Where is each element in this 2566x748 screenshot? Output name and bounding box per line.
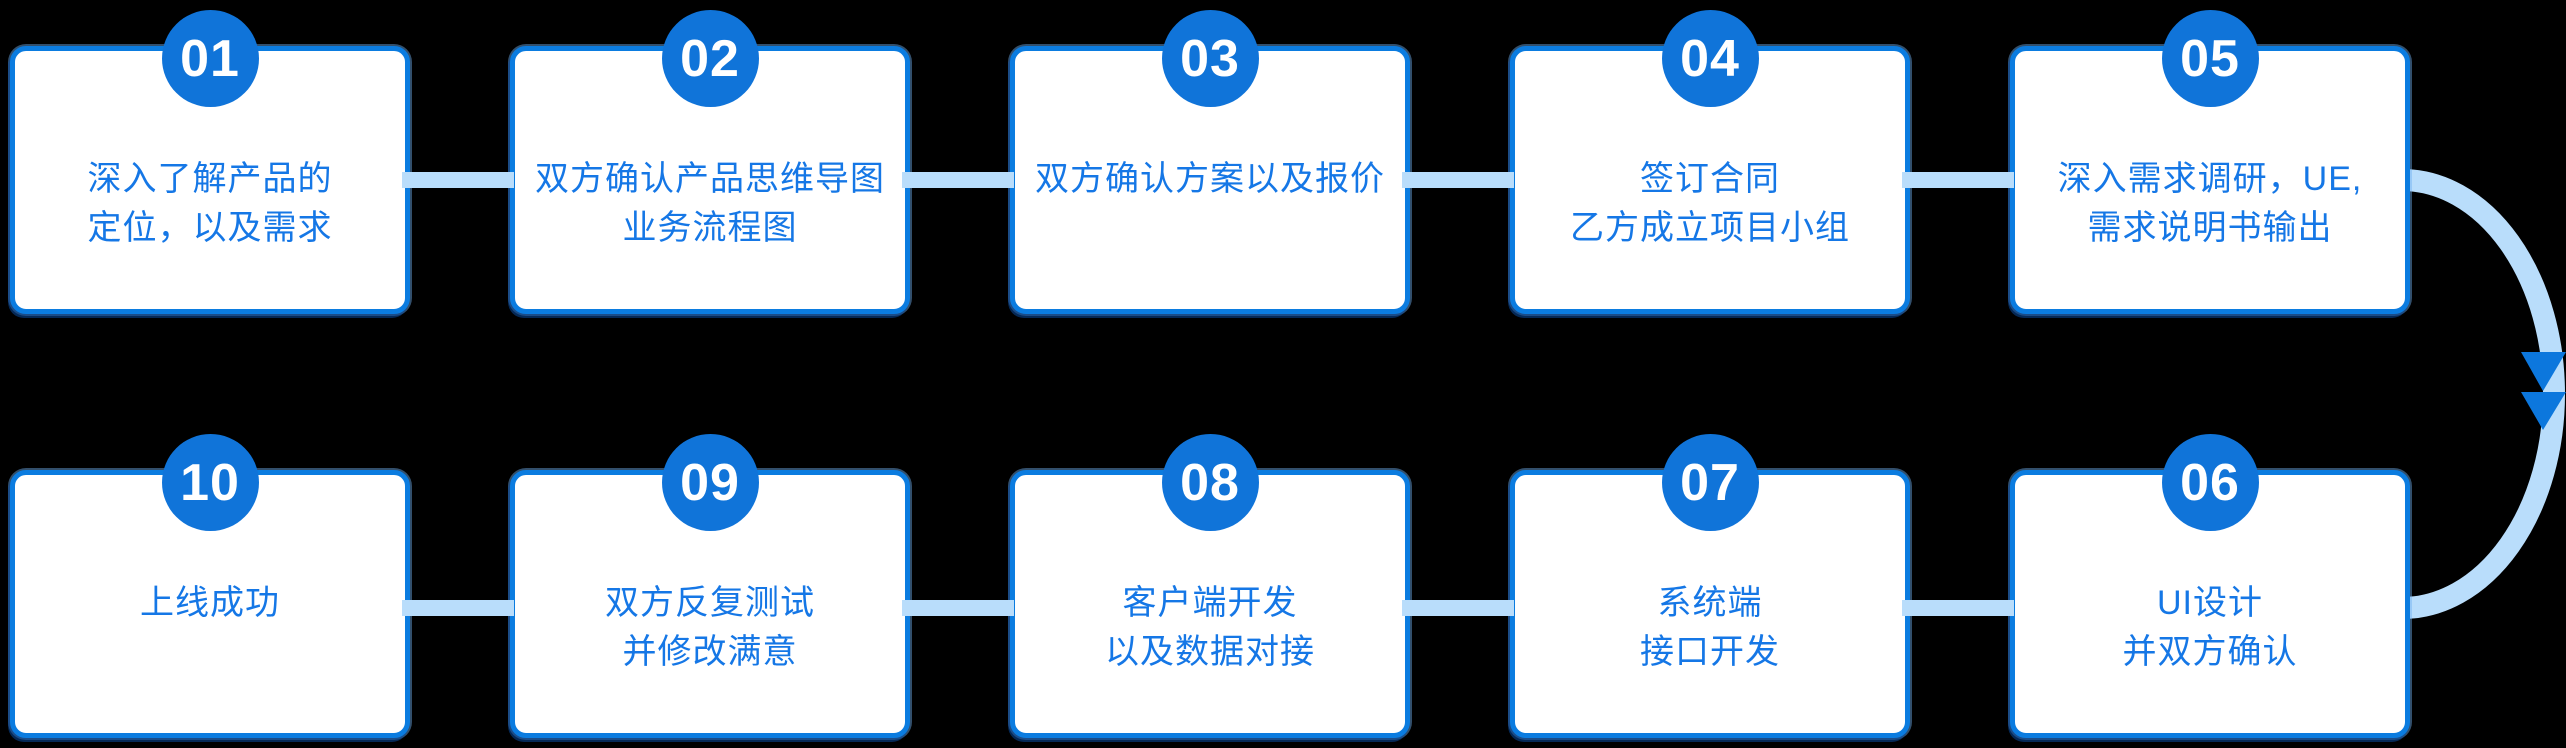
step-description: 深入需求调研，UE, 需求说明书输出 <box>2015 51 2405 309</box>
step-text-line: 客户端开发 <box>1122 584 1298 622</box>
step-text-line: 上线成功 <box>140 584 280 622</box>
step-number: 08 <box>1180 453 1240 512</box>
step-number-badge: 01 <box>161 10 259 107</box>
arrow-down-icon <box>2521 392 2566 430</box>
step-card-03: 03 双方确认方案以及报价 <box>1010 10 1410 314</box>
step-card-04: 04 签订合同 乙方成立项目小组 <box>1510 10 1910 314</box>
step-card-07: 07 系统端 接口开发 <box>1510 434 1910 738</box>
step-number-badge: 05 <box>2161 10 2259 107</box>
step-description: 双方确认方案以及报价 <box>1015 51 1405 309</box>
step-number-badge: 03 <box>1161 10 1259 107</box>
step-number: 01 <box>180 29 240 88</box>
step-text-line: 深入了解产品的 <box>87 160 333 198</box>
connector-bar <box>402 172 514 188</box>
step-text-line: 签订合同 <box>1640 160 1780 198</box>
step-text-line: 以及数据对接 <box>1105 633 1315 671</box>
step-description: 上线成功 <box>15 475 405 733</box>
connector-bar <box>1902 172 2014 188</box>
step-text-line: 接口开发 <box>1640 633 1780 671</box>
step-card-06: 06 UI设计 并双方确认 <box>2010 434 2410 738</box>
step-description: 系统端 接口开发 <box>1515 475 1905 733</box>
step-card-05: 05 深入需求调研，UE, 需求说明书输出 <box>2010 10 2410 314</box>
connector-bar <box>1902 600 2014 616</box>
step-number: 02 <box>680 29 740 88</box>
step-number-badge: 08 <box>1161 434 1259 531</box>
step-number-badge: 02 <box>661 10 759 107</box>
step-number-badge: 10 <box>161 434 259 531</box>
step-number: 09 <box>680 453 740 512</box>
connector-bar <box>1402 172 1514 188</box>
step-text-line: 并修改满意 <box>622 633 798 671</box>
step-text-line: 深入需求调研，UE, <box>2057 160 2363 198</box>
step-card-02: 02 双方确认产品思维导图 业务流程图 <box>510 10 910 314</box>
step-description: 双方反复测试 并修改满意 <box>515 475 905 733</box>
step-text-line: 系统端 <box>1657 584 1763 622</box>
step-number-badge: 07 <box>1661 434 1759 531</box>
step-number: 05 <box>2180 29 2240 88</box>
step-description: UI设计 并双方确认 <box>2015 475 2405 733</box>
step-number-badge: 04 <box>1661 10 1759 107</box>
step-description: 客户端开发 以及数据对接 <box>1015 475 1405 733</box>
step-description: 双方确认产品思维导图 业务流程图 <box>515 51 905 309</box>
connector-bar <box>902 172 1014 188</box>
step-card-08: 08 客户端开发 以及数据对接 <box>1010 434 1410 738</box>
step-number: 06 <box>2180 453 2240 512</box>
step-text-line: 并双方确认 <box>2122 633 2298 671</box>
step-number: 07 <box>1680 453 1740 512</box>
step-text-line: 需求说明书输出 <box>2087 209 2333 247</box>
step-number-badge: 06 <box>2161 434 2259 531</box>
step-text-line: 双方确认产品思维导图 <box>535 160 885 198</box>
step-number: 03 <box>1180 29 1240 88</box>
step-number-badge: 09 <box>661 434 759 531</box>
step-card-10: 10 上线成功 <box>10 434 410 738</box>
step-text-line: 乙方成立项目小组 <box>1570 209 1850 247</box>
step-text-line: UI设计 <box>2157 584 2263 622</box>
step-card-09: 09 双方反复测试 并修改满意 <box>510 434 910 738</box>
step-text-line: 双方反复测试 <box>605 584 815 622</box>
step-description: 深入了解产品的 定位，以及需求 <box>15 51 405 309</box>
step-number: 04 <box>1680 29 1740 88</box>
step-text-line: 业务流程图 <box>622 209 798 247</box>
step-card-01: 01 深入了解产品的 定位，以及需求 <box>10 10 410 314</box>
step-number: 10 <box>180 453 240 512</box>
arrow-down-icon <box>2521 352 2566 391</box>
connector-bar <box>902 600 1014 616</box>
connector-bar <box>1402 600 1514 616</box>
connector-bar <box>402 600 514 616</box>
step-description: 签订合同 乙方成立项目小组 <box>1515 51 1905 309</box>
step-text-line: 双方确认方案以及报价 <box>1035 160 1385 198</box>
step-text-line: 定位，以及需求 <box>87 209 333 247</box>
